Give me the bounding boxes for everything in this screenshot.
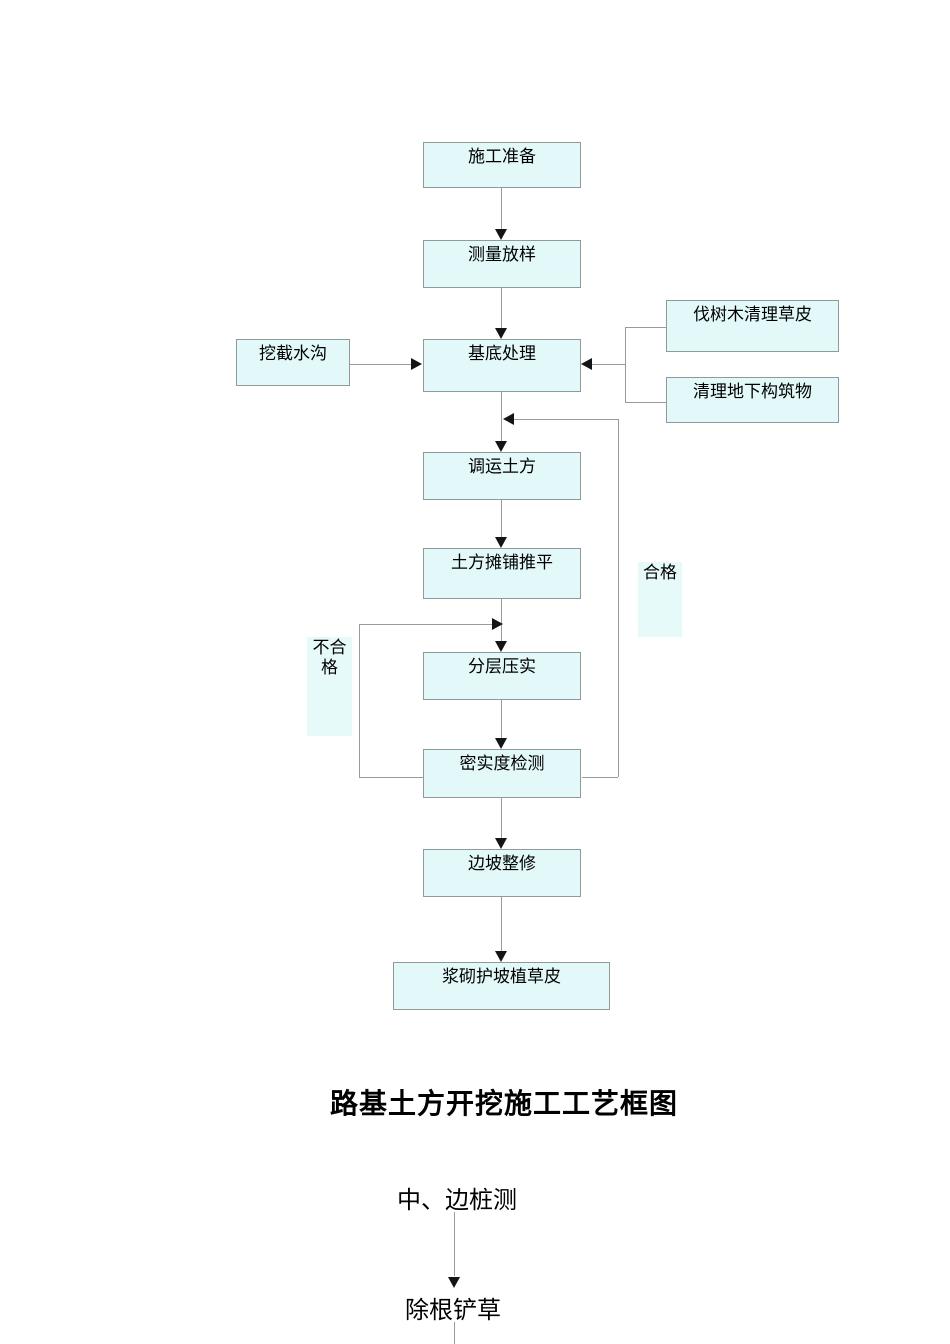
connector-line bbox=[514, 419, 618, 420]
arrowhead-down-icon bbox=[495, 441, 507, 452]
arrowhead-down-icon bbox=[448, 1277, 460, 1288]
connector-line bbox=[501, 288, 502, 329]
arrowhead-down-icon bbox=[495, 328, 507, 339]
connector-line bbox=[582, 777, 618, 778]
flow-box-slope-trimming: 边坡整修 bbox=[423, 849, 581, 897]
flowchart-title: 路基土方开挖施工工艺框图 bbox=[330, 1087, 679, 1120]
flow-box-layered-compaction: 分层压实 bbox=[423, 652, 581, 700]
connector-line bbox=[501, 897, 502, 951]
connector-line bbox=[501, 392, 502, 441]
connector-line bbox=[350, 364, 411, 365]
connector-line bbox=[501, 500, 502, 537]
connector-line bbox=[625, 327, 666, 328]
flow-box-tree-clearing: 伐树木清理草皮 bbox=[666, 300, 839, 352]
arrowhead-right-icon bbox=[492, 618, 503, 630]
flow-box-earth-transport: 调运土方 bbox=[423, 452, 581, 500]
connector-line bbox=[359, 624, 492, 625]
connector-line bbox=[592, 364, 625, 365]
flow-box-earth-spreading: 土方摊铺推平 bbox=[423, 548, 581, 599]
connector-line bbox=[625, 402, 666, 403]
arrowhead-down-icon bbox=[495, 738, 507, 749]
flow2-step-root-grass-removal: 除根铲草 bbox=[405, 1296, 501, 1324]
flow-box-construction-prep: 施工准备 bbox=[423, 142, 581, 188]
label-fail: 不合格 bbox=[307, 637, 352, 736]
connector-line bbox=[625, 327, 626, 403]
connector-line bbox=[501, 700, 502, 738]
arrowhead-left-icon bbox=[581, 358, 592, 370]
flow-box-survey-layout: 测量放样 bbox=[423, 240, 581, 288]
connector-line bbox=[359, 777, 423, 778]
connector-line bbox=[618, 419, 619, 777]
connector-line bbox=[454, 1212, 455, 1276]
connector-line bbox=[501, 798, 502, 838]
label-pass: 合格 bbox=[638, 562, 682, 637]
arrowhead-down-icon bbox=[495, 641, 507, 652]
arrowhead-right-icon bbox=[411, 358, 422, 370]
flow-box-underground-structures: 清理地下构筑物 bbox=[666, 377, 839, 423]
flow-box-base-treatment: 基底处理 bbox=[423, 339, 581, 392]
connector-line bbox=[359, 624, 360, 777]
arrowhead-down-icon bbox=[495, 838, 507, 849]
connector-line bbox=[454, 1322, 455, 1344]
connector-line bbox=[501, 188, 502, 229]
flow2-step-stake-survey: 中、边桩测 bbox=[397, 1186, 517, 1214]
arrowhead-left-icon bbox=[503, 413, 514, 425]
arrowhead-down-icon bbox=[495, 229, 507, 240]
arrowhead-down-icon bbox=[495, 537, 507, 548]
flow-box-masonry-slope-grass: 浆砌护坡植草皮 bbox=[393, 962, 610, 1010]
flow-box-intercepting-ditch: 挖截水沟 bbox=[236, 339, 350, 386]
flow-box-density-test: 密实度检测 bbox=[423, 749, 581, 798]
arrowhead-down-icon bbox=[495, 951, 507, 962]
